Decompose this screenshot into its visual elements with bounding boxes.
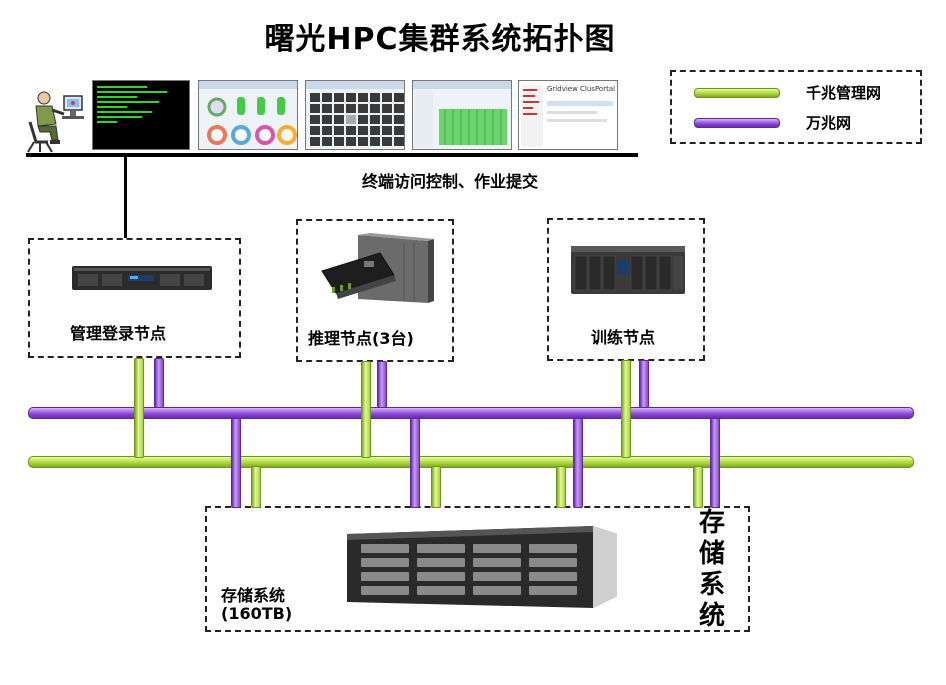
storage-side-char: 储 xyxy=(698,539,725,569)
training-gigabit-link xyxy=(621,360,631,458)
storage-side-char: 统 xyxy=(698,601,725,631)
storage-gigabit-link-4 xyxy=(693,466,703,508)
storage-tengig-link-3 xyxy=(573,418,583,508)
storage-side-text: 存 储 系 统 xyxy=(697,508,727,632)
gpu-server-icon xyxy=(318,231,434,307)
storage-gigabit-link-2 xyxy=(431,466,441,508)
storage-side-char: 存 xyxy=(698,508,725,538)
legend-gigabit-label: 千兆管理网 xyxy=(806,84,882,102)
inference-tengig-link xyxy=(377,361,387,408)
terminal-bus-line xyxy=(26,153,638,157)
login-node-label: 管理登录节点 xyxy=(70,324,167,343)
storage-box: 存储系统 (160TB) 存 储 系 统 xyxy=(205,506,750,632)
rack-server-icon xyxy=(70,262,214,294)
dashboard-gauges-screenshot xyxy=(198,80,298,150)
login-node-box: 管理登录节点 xyxy=(28,238,241,358)
legend: 千兆管理网 万兆网 xyxy=(670,70,922,144)
storage-gigabit-link-1 xyxy=(251,466,261,508)
training-server-icon xyxy=(569,240,689,300)
diagram-title: 曙光HPC集群系统拓扑图 xyxy=(264,22,616,57)
gigabit-bus xyxy=(28,456,914,468)
terminal-drop-line xyxy=(124,155,127,240)
gridview-portal-screenshot: Gridview ClusPortal xyxy=(518,80,618,150)
inference-gigabit-link xyxy=(361,361,371,458)
storage-label-line1: 存储系统 xyxy=(221,586,286,605)
storage-side-char: 系 xyxy=(698,570,725,600)
storage-gigabit-link-3 xyxy=(556,466,566,508)
storage-label-line2: (160TB) xyxy=(221,604,293,623)
training-node-label: 训练节点 xyxy=(591,328,656,347)
legend-gigabit-line xyxy=(694,88,780,98)
portal-title-text: Gridview ClusPortal xyxy=(547,85,616,93)
legend-tengig-label: 万兆网 xyxy=(806,114,852,132)
training-node-box: 训练节点 xyxy=(547,218,705,361)
storage-array-icon xyxy=(341,522,621,612)
login-tengig-link xyxy=(154,358,164,408)
training-tengig-link xyxy=(639,360,649,408)
terminal-console-screenshot xyxy=(92,80,190,150)
inference-node-label: 推理节点(3台) xyxy=(308,329,414,348)
login-gigabit-link xyxy=(134,358,144,458)
storage-tengig-link-1 xyxy=(231,418,241,508)
inference-node-box: 推理节点(3台) xyxy=(296,219,454,362)
node-grid-screenshot xyxy=(305,80,405,150)
storage-tengig-link-2 xyxy=(410,418,420,508)
terminal-caption: 终端访问控制、作业提交 xyxy=(362,172,539,191)
tengig-bus xyxy=(28,407,914,419)
legend-tengig-line xyxy=(694,118,780,128)
user-workstation-icon xyxy=(26,86,86,156)
usage-chart-screenshot xyxy=(412,80,512,150)
storage-tengig-link-4 xyxy=(710,418,720,508)
